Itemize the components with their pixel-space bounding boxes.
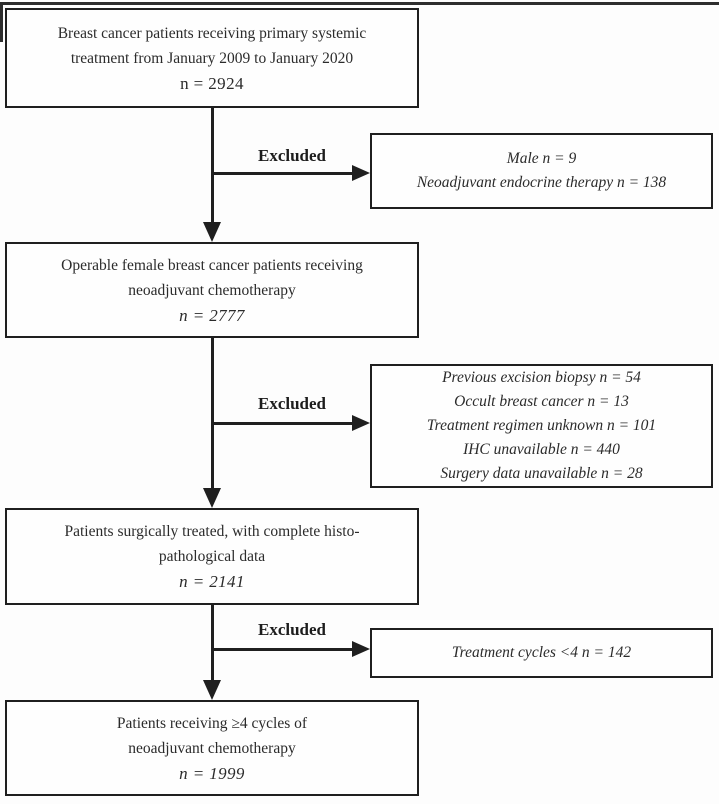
arrowhead-down-icon — [203, 680, 221, 700]
arrowhead-right-icon — [352, 415, 370, 431]
exclusion-item: Treatment cycles <4 n = 142 — [451, 644, 632, 661]
exclusion-item: Surgery data unavailable n = 28 — [440, 465, 643, 482]
excluded-label: Excluded — [257, 620, 327, 639]
figure-border-left-tick — [0, 2, 3, 42]
arrowhead-down-icon — [203, 222, 221, 242]
exclusion-box-3: Treatment cycles <4 n = 142 — [370, 628, 713, 678]
flow-box-text-line: Patients surgically treated, with comple… — [64, 523, 360, 540]
excluded-label: Excluded — [257, 146, 327, 165]
connector-line-vertical — [211, 338, 214, 488]
connector-line-vertical — [211, 108, 214, 222]
flow-box-n-value: n = 2141 — [179, 572, 245, 591]
flow-box-text-line: neoadjuvant chemotherapy — [128, 281, 296, 299]
flow-box-text-line: neoadjuvant chemotherapy — [128, 739, 296, 757]
exclusion-item: IHC unavailable n = 440 — [463, 441, 620, 458]
connector-line-vertical — [211, 605, 214, 680]
flow-box-surgically-treated: Patients surgically treated, with comple… — [5, 508, 419, 605]
figure-border-top — [0, 2, 719, 5]
flow-box-final-cohort: Patients receiving ≥4 cycles of neoadjuv… — [5, 700, 419, 796]
flow-box-n-value: n = 2777 — [179, 305, 245, 325]
exclusion-item: Previous excision biopsy n = 54 — [442, 369, 641, 386]
arrowhead-right-icon — [352, 165, 370, 181]
excluded-label: Excluded — [257, 394, 327, 413]
arrowhead-right-icon — [352, 641, 370, 657]
connector-line-horizontal — [212, 172, 352, 175]
flow-box-text-line: pathological data — [158, 548, 266, 565]
connector-line-horizontal — [212, 648, 352, 651]
exclusion-item: Occult breast cancer n = 13 — [454, 393, 629, 410]
exclusion-item: Male n = 9 — [506, 150, 577, 167]
flow-box-text-line: Operable female breast cancer patients r… — [61, 256, 363, 274]
flow-box-operable-patients: Operable female breast cancer patients r… — [5, 242, 419, 338]
flow-box-text-line: Breast cancer patients receiving primary… — [57, 24, 367, 42]
flow-box-text-line: treatment from January 2009 to January 2… — [70, 49, 354, 67]
exclusion-box-1: Male n = 9 Neoadjuvant endocrine therapy… — [370, 133, 713, 209]
flow-box-text-line: Patients receiving ≥4 cycles of — [116, 714, 308, 732]
flow-box-n-value: n = 1999 — [179, 763, 245, 783]
flow-box-n-value: n = 2924 — [180, 73, 244, 93]
exclusion-box-2: Previous excision biopsy n = 54 Occult b… — [370, 364, 713, 488]
arrowhead-down-icon — [203, 488, 221, 508]
flow-box-initial-cohort: Breast cancer patients receiving primary… — [5, 8, 419, 108]
exclusion-item: Treatment regimen unknown n = 101 — [426, 417, 657, 434]
connector-line-horizontal — [212, 422, 352, 425]
exclusion-item: Neoadjuvant endocrine therapy n = 138 — [416, 174, 667, 191]
